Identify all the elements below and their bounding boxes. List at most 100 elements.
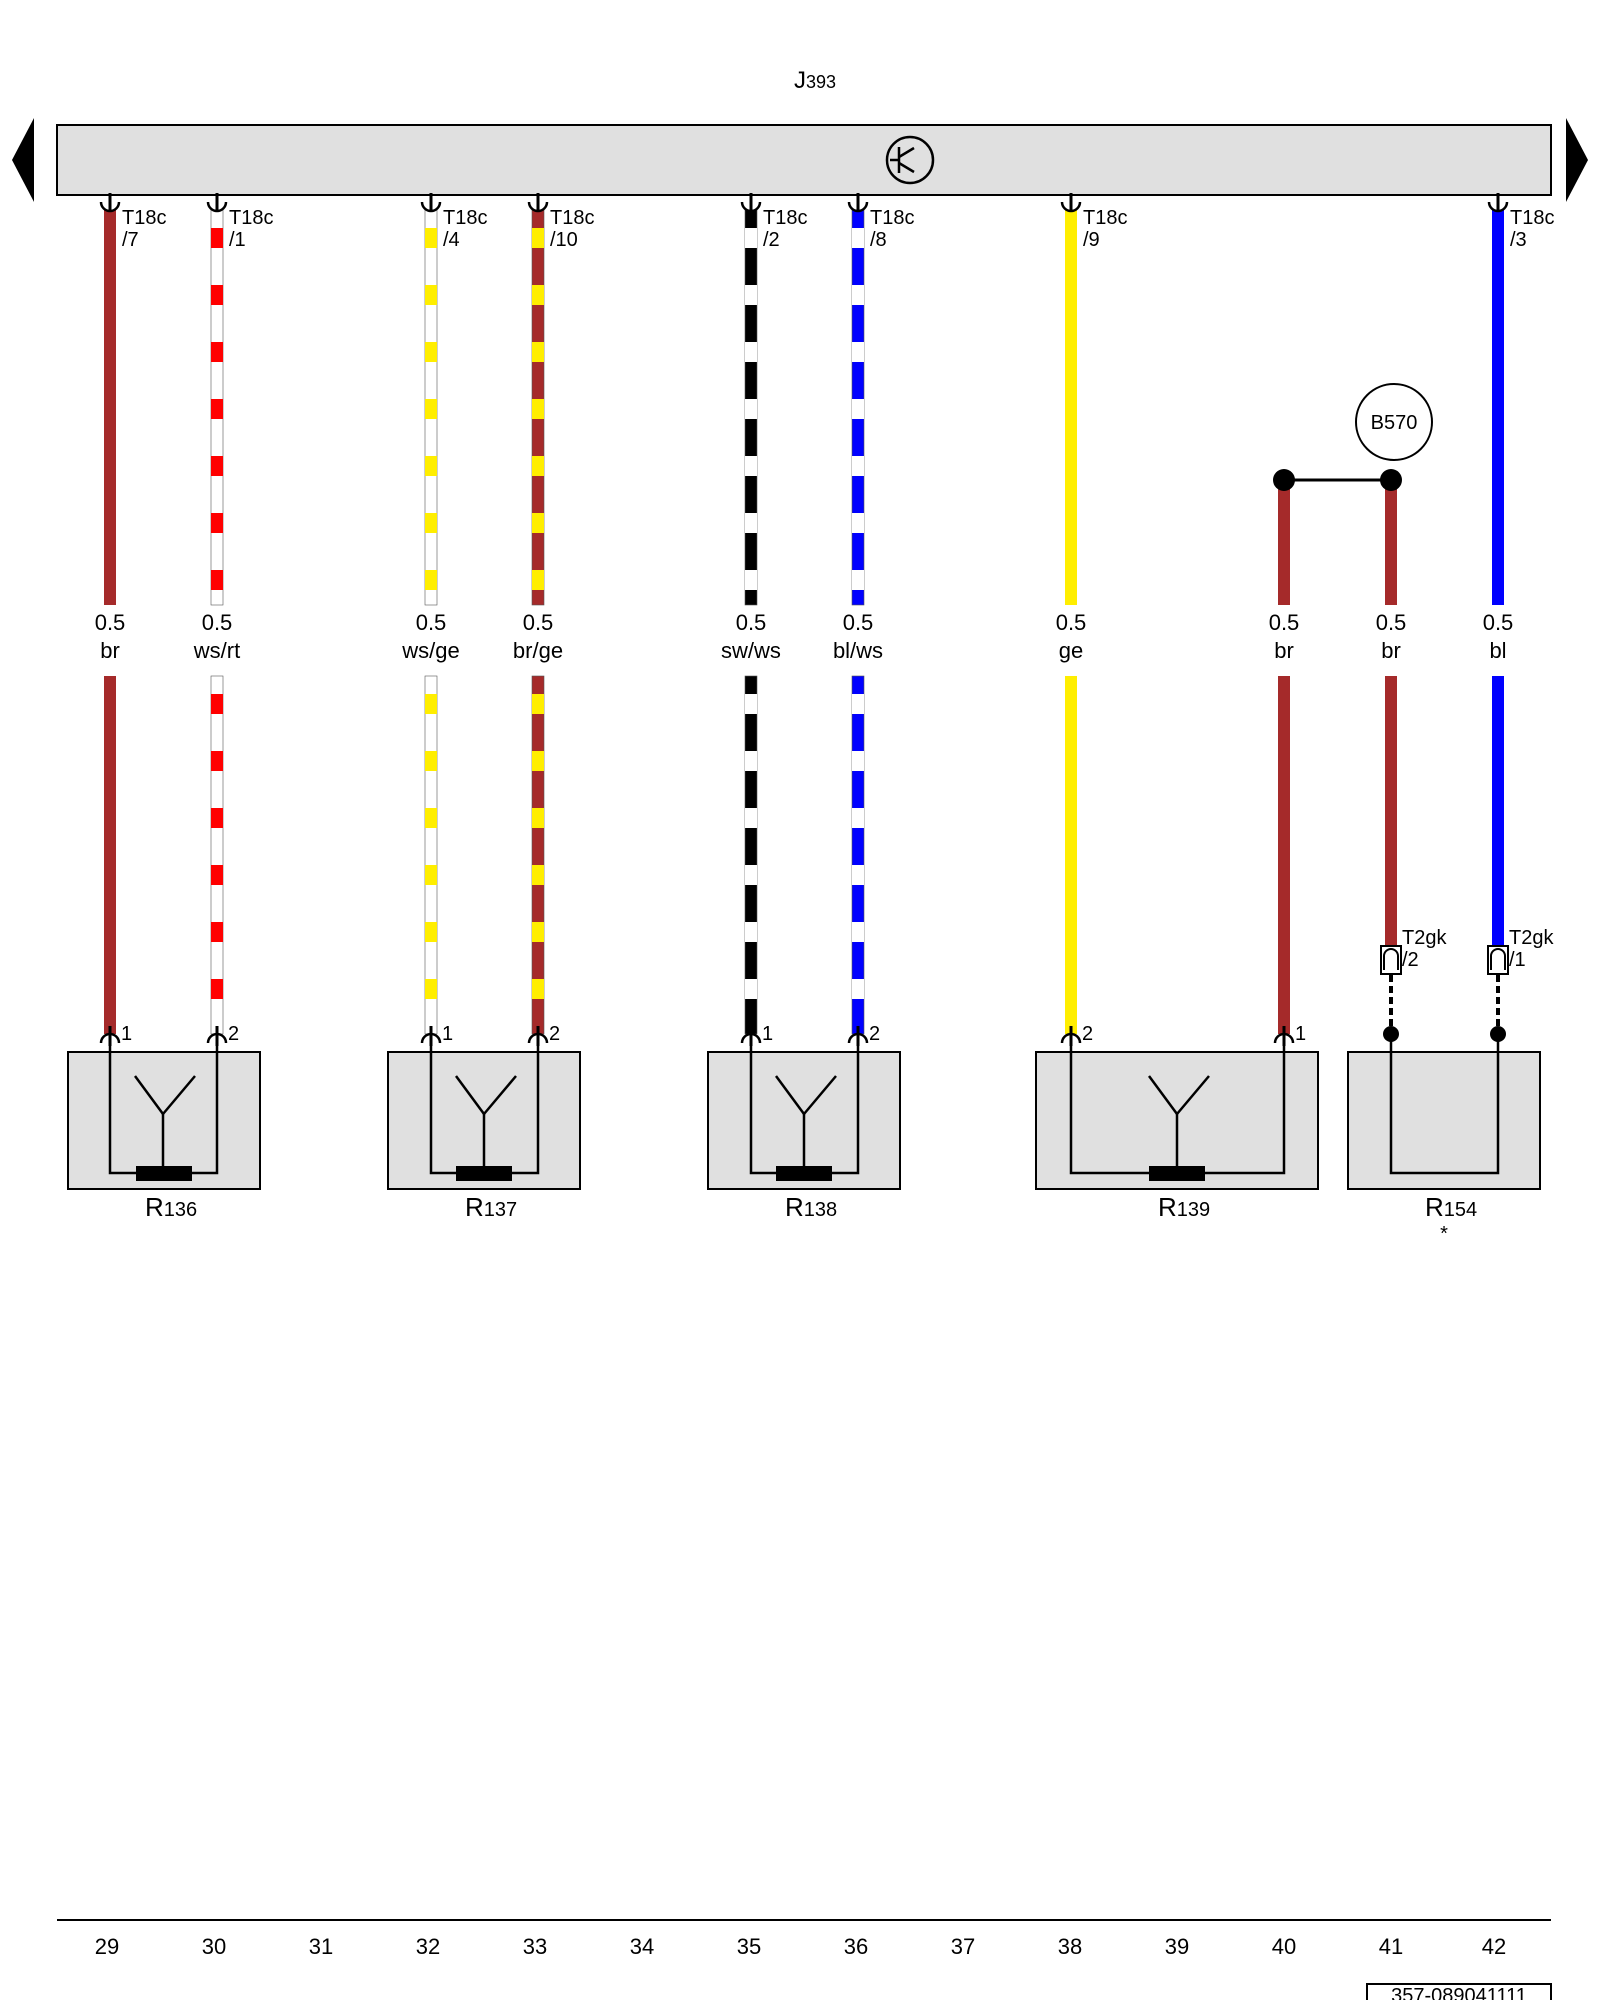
pin-number: /7	[122, 229, 139, 251]
wire-size: 0.5	[736, 610, 767, 635]
wire-color-code: bl/ws	[833, 638, 883, 663]
column-number: 31	[309, 1934, 333, 1959]
wire-br-ge	[531, 209, 545, 1035]
component-pin-number: 1	[121, 1023, 132, 1045]
wire-size: 0.5	[843, 610, 874, 635]
resistor-element	[456, 1166, 512, 1181]
module-pin-labels: T18c /7 T18c /1 T18c /4 T18c /10 T18c /2…	[122, 207, 1554, 251]
pin-terminal-icon	[1060, 193, 1082, 213]
column-numbers: 29 30 31 32 33 34 35 36 37 38 39 40 41 4…	[95, 1934, 1506, 1959]
module-title: J393	[794, 67, 836, 94]
wire-size: 0.5	[202, 610, 233, 635]
component-r136: 1 2 R136	[67, 1023, 261, 1222]
plug-pin-number: /1	[1509, 949, 1526, 971]
wire-labels: 0.5 br 0.5 ws/rt 0.5 ws/ge 0.5 br/ge 0.5…	[95, 610, 1514, 663]
wire-br	[1278, 485, 1290, 1034]
wire-size: 0.5	[416, 610, 447, 635]
pin-number: /1	[229, 229, 246, 251]
component-pin-number: 2	[549, 1023, 560, 1045]
pin-connector: T18c	[550, 207, 594, 229]
wire-color-code: ws/rt	[193, 638, 240, 663]
splice-node	[1380, 469, 1402, 491]
column-number: 33	[523, 1934, 547, 1959]
pin-connector: T18c	[443, 207, 487, 229]
column-number: 38	[1058, 1934, 1082, 1959]
pin-number: /10	[550, 229, 578, 251]
pin-connector: T18c	[122, 207, 166, 229]
wire-size: 0.5	[1483, 610, 1514, 635]
pin-number: /9	[1083, 229, 1100, 251]
wire-size: 0.5	[95, 610, 126, 635]
component-pin-number: 2	[228, 1023, 239, 1045]
component-pin-number: 1	[442, 1023, 453, 1045]
component-note: *	[1440, 1223, 1448, 1245]
plug-t2gk: T2gk /2 T2gk /1	[1380, 927, 1554, 1042]
wires-layer	[104, 209, 1504, 1035]
wire-sw-ws	[744, 209, 758, 1035]
pin-terminal-icon	[99, 193, 121, 213]
pin-number: /3	[1510, 229, 1527, 251]
component-r154: R154 *	[1347, 1034, 1541, 1245]
wire-size: 0.5	[1056, 610, 1087, 635]
column-number: 37	[951, 1934, 975, 1959]
antenna-icon	[1147, 1075, 1210, 1166]
wire-color-code: br	[1381, 638, 1401, 663]
component-pin-number: 2	[1082, 1023, 1093, 1045]
resistor-element	[776, 1166, 832, 1181]
column-number: 40	[1272, 1934, 1296, 1959]
component-pin-number: 2	[869, 1023, 880, 1045]
splice-label: B570	[1371, 412, 1418, 434]
resistor-element	[1149, 1166, 1205, 1181]
wire-color-code: br	[100, 638, 120, 663]
resistor-element	[136, 1166, 192, 1181]
wire-color-code: ws/ge	[401, 638, 459, 663]
pin-connector: T18c	[763, 207, 807, 229]
wire-color-code: sw/ws	[721, 638, 781, 663]
next-page-arrow-icon[interactable]	[1566, 118, 1588, 202]
plug-connector: T2gk	[1509, 927, 1554, 949]
pin-connector: T18c	[229, 207, 273, 229]
pin-terminal-icon	[206, 193, 228, 213]
ground-splice-b570: B570	[1273, 383, 1433, 491]
wire-size: 0.5	[1376, 610, 1407, 635]
pin-terminal-icon	[420, 193, 442, 213]
transistor-icon	[885, 135, 935, 185]
wire-br	[1385, 485, 1397, 946]
module-bar	[56, 124, 1552, 196]
wire-size: 0.5	[1269, 610, 1300, 635]
prev-page-arrow-icon[interactable]	[12, 118, 34, 202]
component-label: R154	[1425, 1192, 1477, 1222]
column-number: 36	[844, 1934, 868, 1959]
component-r139: 2 1 R139	[1035, 1023, 1319, 1222]
column-number: 34	[630, 1934, 654, 1959]
plug-terminal	[1487, 945, 1509, 975]
pin-number: /2	[763, 229, 780, 251]
pin-connector: T18c	[1510, 207, 1554, 229]
column-number: 42	[1482, 1934, 1506, 1959]
pin-number: /8	[870, 229, 887, 251]
column-number: 35	[737, 1934, 761, 1959]
wire-color-code: bl	[1489, 638, 1506, 663]
wire-size: 0.5	[523, 610, 554, 635]
component-label: R138	[785, 1192, 837, 1222]
component-r138: 1 2 R138	[707, 1023, 901, 1222]
plug-pin-number: /2	[1402, 949, 1419, 971]
component-pin-number: 1	[1295, 1023, 1306, 1045]
pin-terminal-icon	[740, 193, 762, 213]
wire-bl-ws	[851, 209, 865, 1035]
component-label: R137	[465, 1192, 517, 1222]
pin-terminal-icon	[527, 193, 549, 213]
wire-color-code: ge	[1059, 638, 1083, 663]
antenna-icon	[133, 1075, 196, 1166]
pin-connector: T18c	[870, 207, 914, 229]
antenna-icon	[454, 1075, 517, 1166]
doc-number: 357-089041111	[1391, 1985, 1527, 2000]
column-number: 29	[95, 1934, 119, 1959]
wire-color-code: br	[1274, 638, 1294, 663]
wire-bl	[1492, 210, 1504, 946]
wire-br	[104, 210, 116, 1034]
pin-terminal-icon	[1487, 193, 1509, 213]
wire-color-code: br/ge	[513, 638, 563, 663]
component-pin-number: 1	[762, 1023, 773, 1045]
